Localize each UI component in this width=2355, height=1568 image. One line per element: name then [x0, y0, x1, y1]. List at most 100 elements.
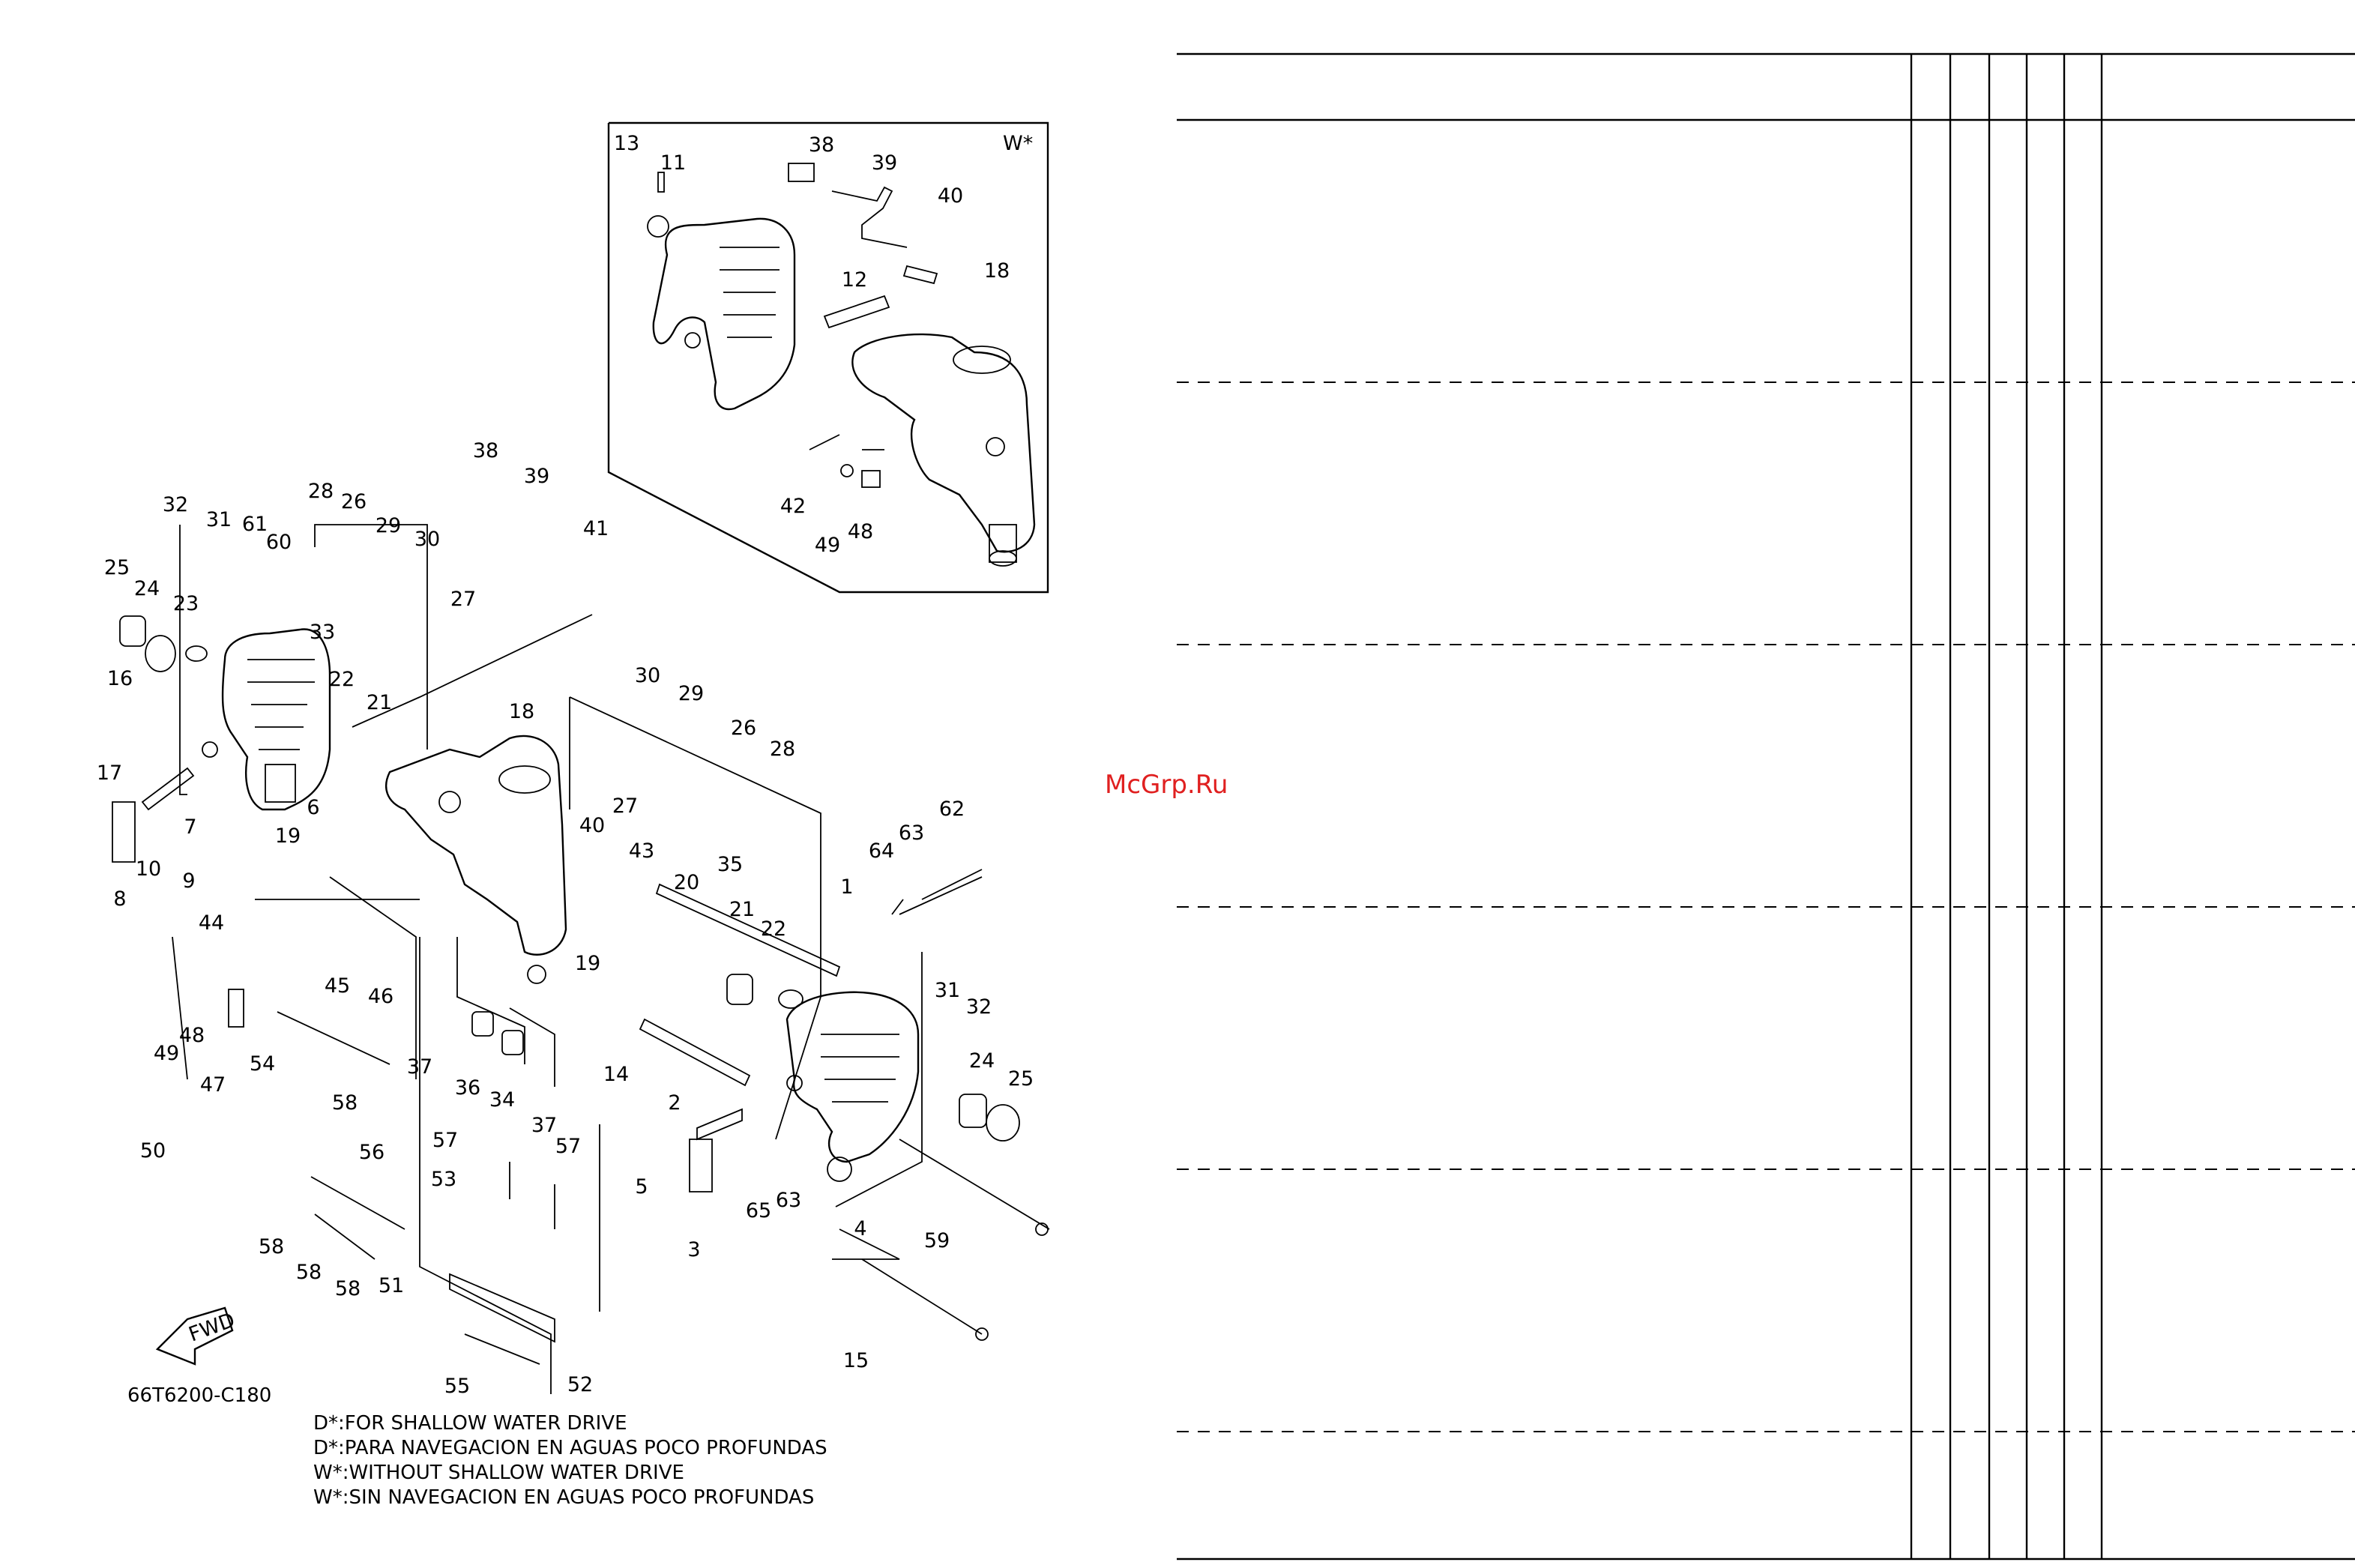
callout-38: 38 — [809, 133, 834, 157]
callout-31: 31 — [206, 508, 232, 531]
callout-26: 26 — [341, 490, 367, 513]
callout-5: 5 — [635, 1175, 648, 1198]
callout-43: 43 — [629, 839, 654, 863]
callout-24: 24 — [134, 577, 160, 600]
callout-25: 25 — [1008, 1067, 1034, 1091]
footnote-1: D*:FOR SHALLOW WATER DRIVE — [313, 1412, 627, 1435]
footnote-4: W*:SIN NAVEGACION EN AGUAS POCO PROFUNDA… — [313, 1486, 814, 1509]
callout-49: 49 — [815, 534, 840, 557]
callout-19: 19 — [575, 952, 600, 975]
callout-37: 37 — [531, 1114, 557, 1137]
callout-29: 29 — [678, 682, 704, 705]
callout-62: 62 — [939, 797, 965, 821]
callout-11: 11 — [660, 151, 686, 175]
callout-14: 14 — [603, 1063, 629, 1086]
callout-48: 48 — [848, 520, 873, 543]
callout-29: 29 — [376, 514, 401, 537]
callout-19: 19 — [275, 824, 301, 848]
callout-55: 55 — [444, 1375, 470, 1398]
footnote-2: D*:PARA NAVEGACION EN AGUAS POCO PROFUND… — [313, 1437, 827, 1459]
callout-63: 63 — [899, 821, 924, 845]
callout-34: 34 — [489, 1088, 515, 1112]
callout-54: 54 — [250, 1052, 275, 1076]
callout-65: 65 — [746, 1199, 771, 1222]
callout-56: 56 — [359, 1141, 385, 1164]
callout-15: 15 — [843, 1349, 869, 1372]
footnote-3: W*:WITHOUT SHALLOW WATER DRIVE — [313, 1462, 684, 1484]
swivel-bracket-main — [385, 735, 567, 956]
callout-63: 63 — [776, 1189, 801, 1212]
callout-58: 58 — [259, 1235, 284, 1258]
callout-59: 59 — [924, 1229, 950, 1252]
callout-9: 9 — [182, 869, 195, 893]
callout-58: 58 — [335, 1277, 361, 1300]
callout-41: 41 — [583, 517, 609, 540]
callout-28: 28 — [770, 738, 795, 761]
callout-53: 53 — [431, 1168, 456, 1191]
callout-58: 58 — [332, 1091, 358, 1115]
callout-27: 27 — [450, 588, 476, 611]
callout-21: 21 — [729, 898, 755, 921]
callout-39: 39 — [872, 151, 897, 175]
callout-12: 12 — [842, 268, 867, 292]
callout-23: 23 — [173, 592, 199, 615]
callout-24: 24 — [969, 1049, 995, 1073]
callout-40: 40 — [579, 814, 605, 837]
callout-13: 13 — [614, 132, 639, 155]
callout-4: 4 — [854, 1217, 866, 1240]
callout-45: 45 — [325, 974, 350, 998]
callout-6: 6 — [307, 796, 319, 819]
main-assembly — [112, 524, 1050, 1394]
callout-61: 61 — [242, 513, 268, 536]
inset-clamp-bracket — [652, 217, 796, 411]
callout-38: 38 — [473, 439, 498, 462]
callout-44: 44 — [199, 911, 224, 935]
drawing-code: 66T6200-C180 — [127, 1384, 271, 1407]
callout-21: 21 — [367, 691, 392, 714]
callout-1: 1 — [840, 875, 853, 899]
callout-47: 47 — [200, 1073, 226, 1097]
callout-30: 30 — [635, 664, 660, 687]
callout-22: 22 — [761, 917, 786, 941]
callout-32: 32 — [163, 493, 188, 516]
callout-31: 31 — [935, 979, 960, 1002]
callout-40: 40 — [938, 184, 963, 208]
callout-28: 28 — [308, 480, 334, 503]
parts-table — [1177, 52, 2355, 1561]
callout-52: 52 — [567, 1373, 593, 1396]
callout-8: 8 — [113, 887, 126, 911]
callout-18: 18 — [984, 259, 1010, 283]
callout-10: 10 — [136, 857, 161, 881]
callout-36: 36 — [455, 1076, 480, 1100]
callout-35: 35 — [717, 853, 743, 876]
callout-39: 39 — [524, 465, 549, 488]
callout-18: 18 — [509, 700, 534, 723]
inset-swivel-bracket — [851, 333, 1036, 553]
fwd-arrow-icon: FWD — [155, 1306, 238, 1366]
callout-2: 2 — [668, 1091, 681, 1115]
callout-3: 3 — [687, 1238, 700, 1261]
callout-27: 27 — [612, 794, 638, 818]
callout-51: 51 — [379, 1274, 404, 1297]
callout-46: 46 — [368, 985, 393, 1008]
callout-7: 7 — [184, 815, 196, 839]
inset-without-shallow-water-drive: W* — [607, 121, 1049, 594]
callout-25: 25 — [104, 556, 130, 579]
callout-20: 20 — [674, 871, 699, 894]
callout-32: 32 — [966, 995, 992, 1019]
callout-48: 48 — [179, 1024, 205, 1047]
callout-33: 33 — [310, 621, 335, 644]
clamp-bracket-right — [785, 991, 920, 1163]
callout-58: 58 — [296, 1261, 322, 1284]
callout-49: 49 — [154, 1042, 179, 1065]
callout-16: 16 — [107, 667, 133, 690]
clamp-bracket-left — [221, 628, 331, 811]
callout-60: 60 — [266, 531, 292, 554]
callout-50: 50 — [140, 1139, 166, 1163]
callout-22: 22 — [329, 668, 355, 691]
callout-37: 37 — [407, 1055, 432, 1079]
inset-badge: W* — [1003, 132, 1033, 155]
callout-57: 57 — [432, 1129, 458, 1152]
